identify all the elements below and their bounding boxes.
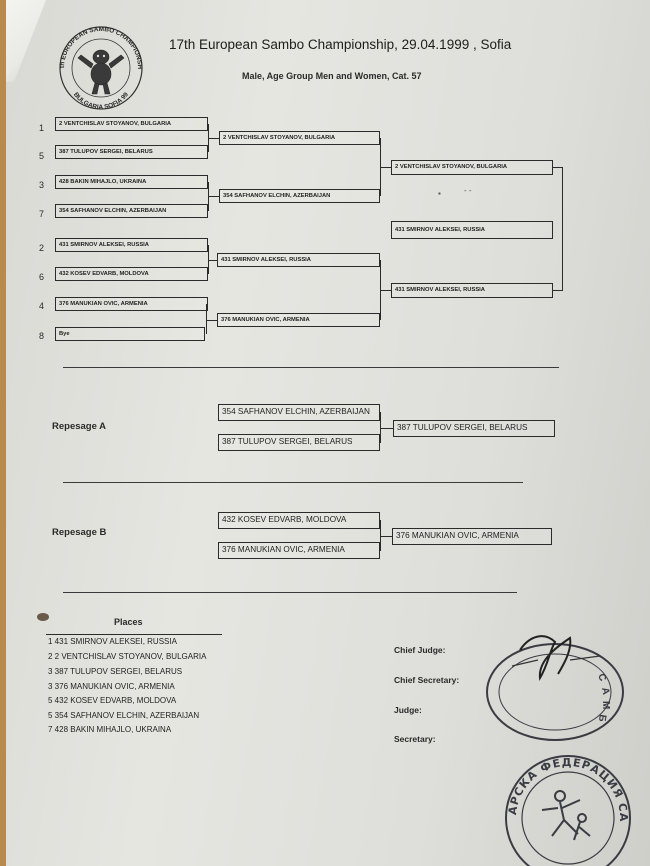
svg-text:А: А: [599, 687, 611, 696]
places-underline: [46, 634, 222, 635]
page-fold: [6, 0, 46, 82]
svg-text:С: С: [595, 672, 608, 683]
bracket-entry-round2: 431 SMIRNOV ALEKSEI, RUSSIA: [217, 253, 380, 267]
bracket-entry-semifinal: 431 SMIRNOV ALEKSEI, RUSSIA: [391, 283, 553, 298]
document-sheet: 17th EUROPEAN SAMBO CHAMPIONSHIP BULGARI…: [6, 0, 650, 866]
seed-number: 6: [39, 272, 45, 282]
seed-number: 7: [39, 209, 45, 219]
repesage-a-entry: 387 TULUPOV SERGEI, BELARUS: [218, 434, 380, 451]
seed-number: 1: [39, 123, 45, 133]
bracket-entry-round1: 2 VENTCHISLAV STOYANOV, BULGARIA: [55, 117, 208, 131]
bracket-entry-round1: 428 BAKIN MIHAJLO, UKRAINA: [55, 175, 208, 189]
bracket-entry-round2: 376 MANUKIAN OVIC, ARMENIA: [217, 313, 380, 327]
place-row: 3 387 TULUPOV SERGEI, BELARUS: [48, 667, 183, 676]
bracket-final-winner: 431 SMIRNOV ALEKSEI, RUSSIA: [391, 221, 553, 239]
repesage-b-label: Repesage B: [52, 527, 107, 538]
page-subtitle: Male, Age Group Men and Women, Cat. 57: [242, 71, 422, 81]
repesage-a-label: Repesage A: [52, 421, 107, 432]
svg-text:М: М: [600, 701, 611, 709]
bracket-entry-semifinal: 2 VENTCHISLAV STOYANOV, BULGARIA: [391, 160, 553, 175]
bracket-entry-round1: 387 TULUPOV SERGEI, BELARUS: [55, 145, 208, 159]
repesage-b-entry: 432 KOSEV EDVARB, MOLDOVA: [218, 512, 380, 529]
seed-number: 8: [39, 331, 45, 341]
place-row: 2 2 VENTCHISLAV STOYANOV, BULGARIA: [48, 652, 207, 661]
place-row: 7 428 BAKIN MIHAJLO, UKRAINA: [48, 725, 172, 734]
scribble-mark: ▪: [438, 189, 441, 198]
place-row: 1 431 SMIRNOV ALEKSEI, RUSSIA: [48, 637, 177, 646]
page-title: 17th European Sambo Championship, 29.04.…: [169, 37, 512, 52]
bracket-entry-round1: 431 SMIRNOV ALEKSEI, RUSSIA: [55, 238, 208, 252]
bracket-entry-round1: 432 KOSEV EDVARB, MOLDOVA: [55, 267, 208, 281]
repesage-a-winner: 387 TULUPOV SERGEI, BELARUS: [393, 420, 555, 437]
scribble-mark: - -: [464, 186, 472, 195]
divider: [63, 592, 517, 593]
svg-text:Б: Б: [596, 713, 608, 722]
seed-number: 4: [39, 301, 45, 311]
places-title: Places: [114, 617, 143, 627]
divider: [63, 367, 559, 368]
logo-text-bottom: BULGARIA SOFIA 99: [72, 91, 130, 110]
bracket-entry-round1: 376 MANUKIAN OVIC, ARMENIA: [55, 297, 208, 311]
svg-text:BULGARIA SOFIA 99: BULGARIA SOFIA 99: [72, 91, 130, 110]
secretary-label: Secretary:: [394, 734, 436, 744]
chief-secretary-label: Chief Secretary:: [394, 675, 460, 685]
championship-logo: 17th EUROPEAN SAMBO CHAMPIONSHIP BULGARI…: [52, 24, 143, 110]
seed-number: 5: [39, 151, 45, 161]
stamp-text: БЪЛГАРСКА ФЕДЕРАЦИЯ САМБО: [498, 748, 629, 822]
hole-punch-mark: [37, 613, 49, 621]
official-stamp-lower: БЪЛГАРСКА ФЕДЕРАЦИЯ САМБО: [498, 748, 631, 866]
seed-number: 3: [39, 180, 45, 190]
repesage-b-entry: 376 MANUKIAN OVIC, ARMENIA: [218, 542, 380, 559]
bracket-entry-round2: 2 VENTCHISLAV STOYANOV, BULGARIA: [219, 131, 380, 145]
svg-text:БЪЛГАРСКА ФЕДЕРАЦИЯ САМБО: БЪЛГАРСКА ФЕДЕРАЦИЯ САМБО: [498, 748, 630, 822]
seed-number: 2: [39, 243, 45, 253]
repesage-a-entry: 354 SAFHANOV ELCHIN, AZERBAIJAN: [218, 404, 380, 421]
bracket-entry-round2: 354 SAFHANOV ELCHIN, AZERBAIJAN: [219, 189, 380, 203]
official-stamp-upper: С А М Б: [486, 635, 624, 741]
repesage-b-winner: 376 MANUKIAN OVIC, ARMENIA: [392, 528, 552, 545]
chief-judge-label: Chief Judge:: [394, 645, 446, 655]
place-row: 5 432 KOSEV EDVARB, MOLDOVA: [48, 696, 177, 705]
place-row: 3 376 MANUKIAN OVIC, ARMENIA: [48, 682, 175, 691]
bracket-entry-round1: Bye: [55, 327, 205, 341]
place-row: 5 354 SAFHANOV ELCHIN, AZERBAIJAN: [48, 711, 200, 720]
divider: [63, 482, 523, 483]
bracket-entry-round1: 354 SAFHANOV ELCHIN, AZERBAIJAN: [55, 204, 208, 218]
judge-label: Judge:: [394, 705, 422, 715]
